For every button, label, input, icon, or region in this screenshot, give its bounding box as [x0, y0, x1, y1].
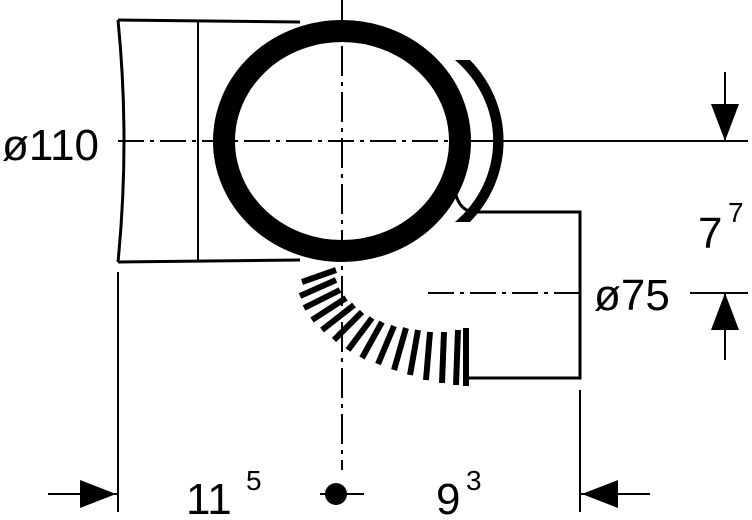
center-lines: [118, 0, 748, 470]
reference-point-dot: [325, 483, 347, 505]
dimension-seven-sup: 7: [728, 197, 744, 228]
dimension-seven-main: 7: [698, 209, 722, 258]
ribbed-bend: [298, 267, 469, 386]
diameter-75-label: ø75: [594, 271, 670, 320]
dimension-eleven-sup: 5: [246, 465, 262, 496]
outlet-branch-75: [453, 191, 582, 380]
dimension-horizontal: [48, 272, 650, 512]
dimension-nine-main: 9: [436, 475, 460, 520]
dimension-vertical: [711, 72, 739, 360]
diameter-110-label: ø110: [2, 121, 99, 170]
dimension-eleven-main: 11: [186, 475, 232, 520]
dimension-nine-sup: 3: [466, 465, 482, 496]
